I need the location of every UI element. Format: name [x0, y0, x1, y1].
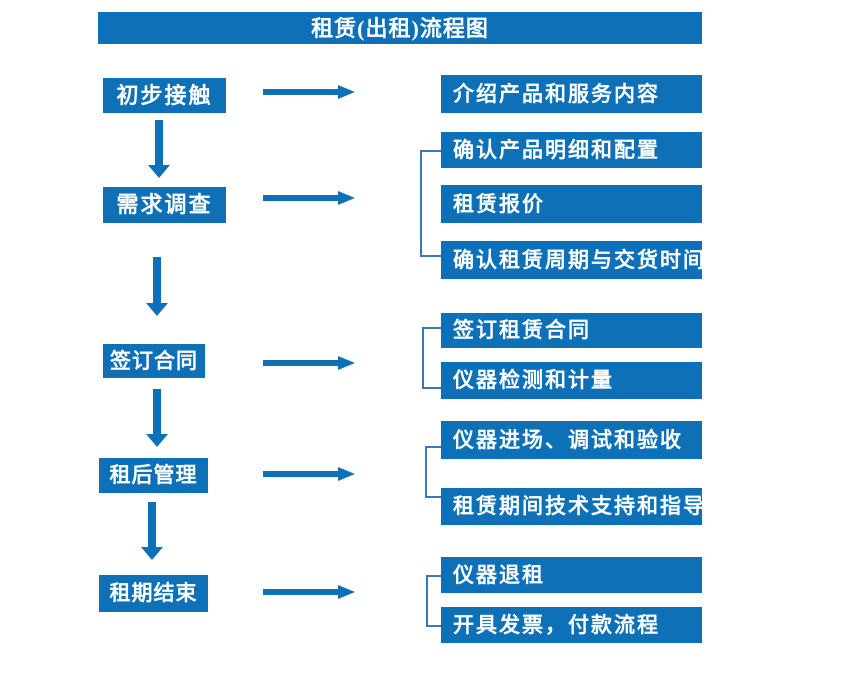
arrow-shaft — [153, 389, 161, 434]
bracket-connector — [422, 327, 441, 389]
stage-box-demand-survey: 需求调查 — [103, 187, 226, 223]
arrow-shaft — [148, 502, 156, 547]
arrow-head — [338, 585, 355, 599]
detail-box-confirm-rental-period: 确认租赁周期与交货时间 — [441, 241, 702, 279]
arrow-shaft — [263, 89, 338, 95]
detail-box-introduce-products: 介绍产品和服务内容 — [441, 75, 702, 113]
arrow-head — [146, 303, 168, 316]
right-arrow-icon — [263, 585, 355, 599]
arrow-shaft — [263, 195, 338, 201]
bracket-connector — [420, 150, 441, 257]
bracket-connector — [426, 575, 441, 627]
detail-box-sign-rental-contract: 签订租赁合同 — [441, 313, 702, 348]
right-arrow-icon — [263, 191, 355, 205]
down-arrow-icon — [141, 502, 163, 560]
stage-box-sign-contract: 签订合同 — [103, 344, 205, 378]
arrow-head — [338, 191, 355, 205]
detail-box-instrument-setup-acceptance: 仪器进场、调试和验收 — [441, 421, 702, 459]
down-arrow-icon — [146, 257, 168, 316]
flowchart-title: 租赁(出租)流程图 — [98, 12, 702, 44]
stage-box-rental-end: 租期结束 — [99, 575, 208, 612]
arrow-shaft — [153, 257, 161, 303]
detail-box-rental-quote: 租赁报价 — [441, 185, 702, 223]
down-arrow-icon — [146, 389, 168, 447]
arrow-head — [146, 434, 168, 447]
arrow-head — [338, 85, 355, 99]
arrow-head — [338, 467, 355, 481]
arrow-head — [141, 547, 163, 560]
right-arrow-icon — [263, 356, 355, 370]
bracket-connector — [425, 446, 441, 498]
detail-box-invoice-payment: 开具发票，付款流程 — [441, 607, 702, 643]
down-arrow-icon — [148, 120, 170, 178]
arrow-shaft — [263, 471, 338, 477]
arrow-shaft — [263, 360, 338, 366]
arrow-shaft — [263, 589, 338, 595]
detail-box-confirm-product-details: 确认产品明细和配置 — [441, 132, 702, 168]
stage-box-post-rental-management: 租后管理 — [99, 458, 208, 493]
arrow-shaft — [155, 120, 163, 165]
detail-box-instrument-testing: 仪器检测和计量 — [441, 362, 702, 399]
right-arrow-icon — [263, 467, 355, 481]
stage-box-initial-contact: 初步接触 — [103, 78, 226, 113]
detail-box-instrument-return: 仪器退租 — [441, 557, 702, 593]
arrow-head — [338, 356, 355, 370]
detail-box-technical-support: 租赁期间技术支持和指导 — [441, 488, 702, 525]
arrow-head — [148, 165, 170, 178]
right-arrow-icon — [263, 85, 355, 99]
